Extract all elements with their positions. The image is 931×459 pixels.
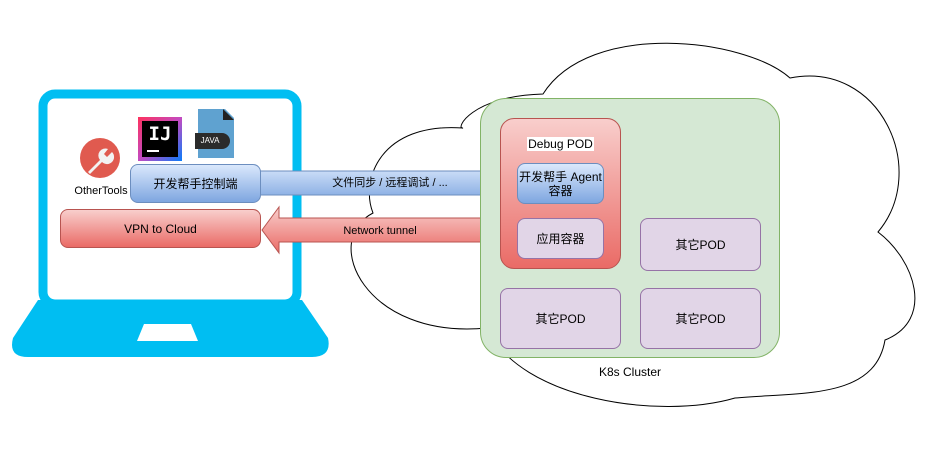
intellij-icon	[138, 117, 182, 161]
other-pod-label: 其它POD	[675, 311, 726, 326]
debug-pod-title: Debug POD	[527, 137, 594, 151]
wrench-icon	[80, 138, 120, 178]
laptop-icon	[12, 89, 329, 357]
app-container-label: 应用容器	[536, 231, 585, 246]
java-file-icon	[195, 109, 234, 158]
app-container-box[interactable]: 应用容器	[517, 218, 604, 259]
other-pod-label: 其它POD	[675, 237, 726, 252]
control-client-label: 开发帮手控制端	[153, 176, 238, 191]
agent-container-label: 开发帮手 Agent 容器	[519, 169, 602, 198]
agent-container-box[interactable]: 开发帮手 Agent 容器	[517, 163, 604, 204]
vpn-box[interactable]: VPN to Cloud	[60, 209, 261, 248]
other-pod-box[interactable]: 其它POD	[500, 288, 621, 349]
k8s-cluster-label: K8s Cluster	[598, 365, 662, 379]
intellij-label: IJ	[148, 123, 172, 145]
other-pod-box[interactable]: 其它POD	[640, 218, 761, 271]
debug-pod-title-wrap: Debug POD	[500, 136, 621, 152]
control-client-box[interactable]: 开发帮手控制端	[130, 164, 261, 203]
other-tools-label: OtherTools	[74, 185, 128, 197]
other-pod-label: 其它POD	[535, 311, 586, 326]
other-pod-box[interactable]: 其它POD	[640, 288, 761, 349]
tunnel-arrow-label: Network tunnel	[343, 225, 417, 237]
vpn-label: VPN to Cloud	[124, 221, 197, 236]
sync-arrow-label: 文件同步 / 远程调试 / ...	[332, 177, 448, 189]
java-label: JAVA	[200, 136, 220, 145]
